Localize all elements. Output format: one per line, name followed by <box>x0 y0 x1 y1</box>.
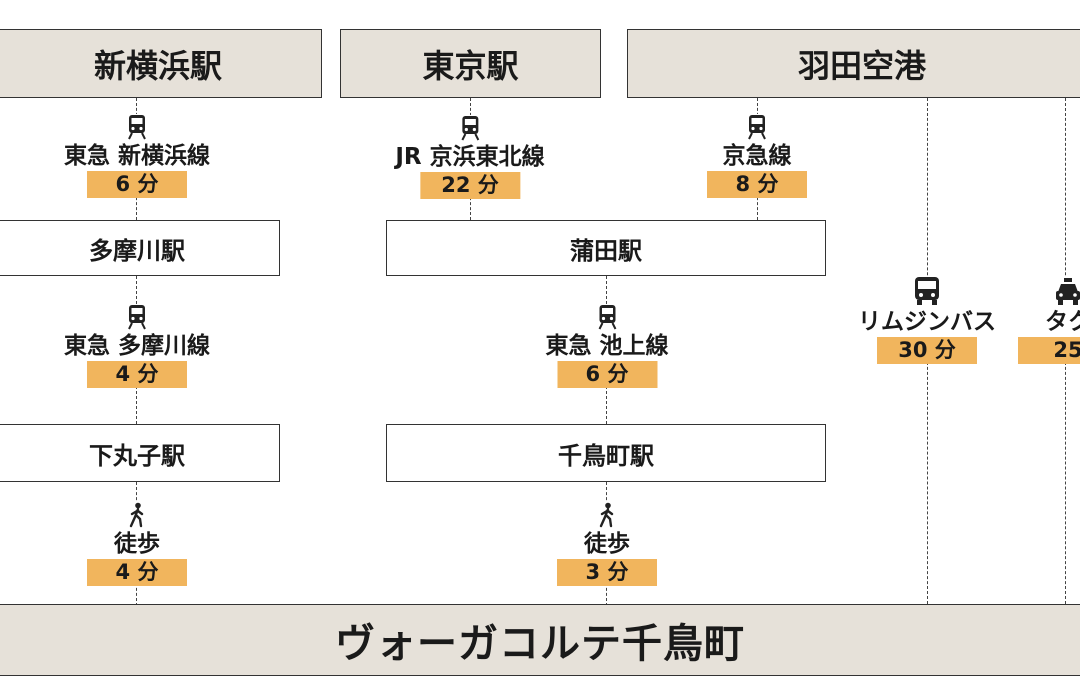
train-icon <box>125 114 148 140</box>
segment-time-badge: 8 分 <box>707 171 807 198</box>
segment-line-name: 徒歩 <box>584 531 630 557</box>
station-shimomaruko: 下丸子駅 <box>0 424 280 482</box>
segment-line-name: 京急線 <box>722 143 792 169</box>
train-icon <box>595 304 618 330</box>
segment-line-name: JR 京浜東北線 <box>395 144 545 170</box>
segment-line-name: 東急 池上線 <box>545 333 669 359</box>
segment-time-badge: 6 分 <box>86 171 187 198</box>
origin-shinyokohama: 新横浜駅 <box>0 29 322 98</box>
segment-time-badge: 22 分 <box>420 172 520 199</box>
segment-time-badge: 4 分 <box>86 361 187 388</box>
walking-person-icon <box>126 502 148 528</box>
segment-time-badge: 4 分 <box>87 559 187 586</box>
segment-taxi: タク 25 <box>1014 276 1080 364</box>
segment-time-badge: 3 分 <box>557 559 657 586</box>
segment-line-name: リムジンバス <box>858 309 996 335</box>
segment-time-badge: 25 <box>1018 337 1080 364</box>
segment-time-badge: 6 分 <box>556 361 657 388</box>
segment-tokyu-shinyokohama: 東急 新横浜線 6 分 <box>59 114 215 198</box>
station-chidoricho: 千鳥町駅 <box>386 424 826 482</box>
walking-person-icon <box>596 502 618 528</box>
station-tamagawa: 多摩川駅 <box>0 220 280 276</box>
train-icon <box>746 114 768 140</box>
segment-line-name: 東急 新横浜線 <box>63 143 211 169</box>
origin-tokyo: 東京駅 <box>340 29 601 98</box>
segment-walk-chidoricho: 徒歩 3 分 <box>553 502 661 586</box>
segment-tokyu-tamagawa: 東急 多摩川線 4 分 <box>59 304 215 388</box>
segment-line-name: タク <box>1045 309 1080 335</box>
train-icon <box>459 115 481 141</box>
segment-line-name: 東急 多摩川線 <box>63 333 211 359</box>
station-kamata: 蒲田駅 <box>386 220 826 276</box>
segment-walk-shimomaruko: 徒歩 4 分 <box>83 502 191 586</box>
segment-keikyu: 京急線 8 分 <box>703 114 811 198</box>
segment-time-badge: 30 分 <box>877 337 977 364</box>
bus-icon <box>913 276 941 306</box>
origin-haneda: 羽田空港 <box>627 29 1080 98</box>
taxi-icon <box>1054 276 1080 306</box>
segment-line-name: 徒歩 <box>114 531 160 557</box>
segment-jr-keihin-tohoku: JR 京浜東北線 22 分 <box>391 115 549 199</box>
segment-limousine-bus: リムジンバス 30 分 <box>854 276 1000 364</box>
train-icon <box>125 304 148 330</box>
segment-tokyu-ikegami: 東急 池上線 6 分 <box>541 304 673 388</box>
destination-banner: ヴォーガコルテ千鳥町 <box>0 604 1080 676</box>
